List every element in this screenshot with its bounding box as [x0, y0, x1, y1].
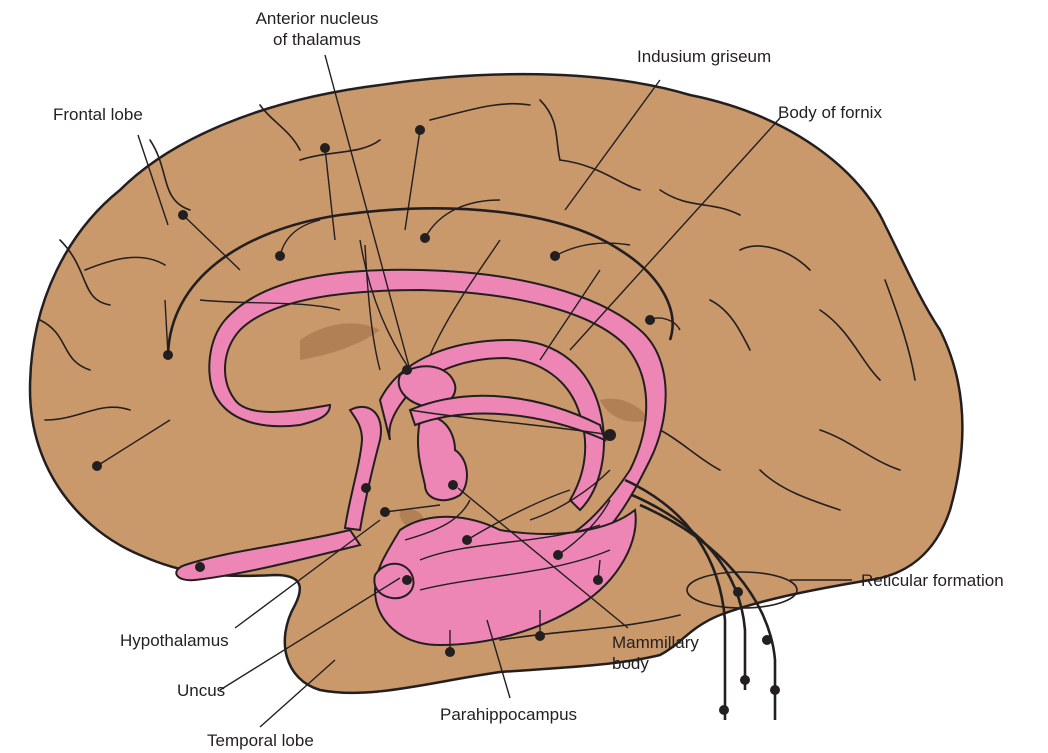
label-indusium-griseum: Indusium griseum	[637, 46, 771, 67]
label-mammillary-body: Mammillary body	[612, 632, 699, 674]
label-anterior-nucleus: Anterior nucleus of thalamus	[232, 8, 402, 50]
label-uncus: Uncus	[177, 680, 225, 701]
label-temporal-lobe: Temporal lobe	[207, 730, 314, 751]
label-body-of-fornix: Body of fornix	[778, 102, 882, 123]
label-hypothalamus: Hypothalamus	[120, 630, 229, 651]
label-reticular-formation: Reticular formation	[861, 570, 1004, 591]
label-frontal-lobe: Frontal lobe	[53, 104, 143, 125]
label-anterior-nucleus-line2: of thalamus	[232, 29, 402, 50]
label-anterior-nucleus-line1: Anterior nucleus	[232, 8, 402, 29]
label-mammillary-line1: Mammillary	[612, 632, 699, 653]
label-mammillary-line2: body	[612, 653, 699, 674]
label-parahippocampus: Parahippocampus	[440, 704, 577, 725]
